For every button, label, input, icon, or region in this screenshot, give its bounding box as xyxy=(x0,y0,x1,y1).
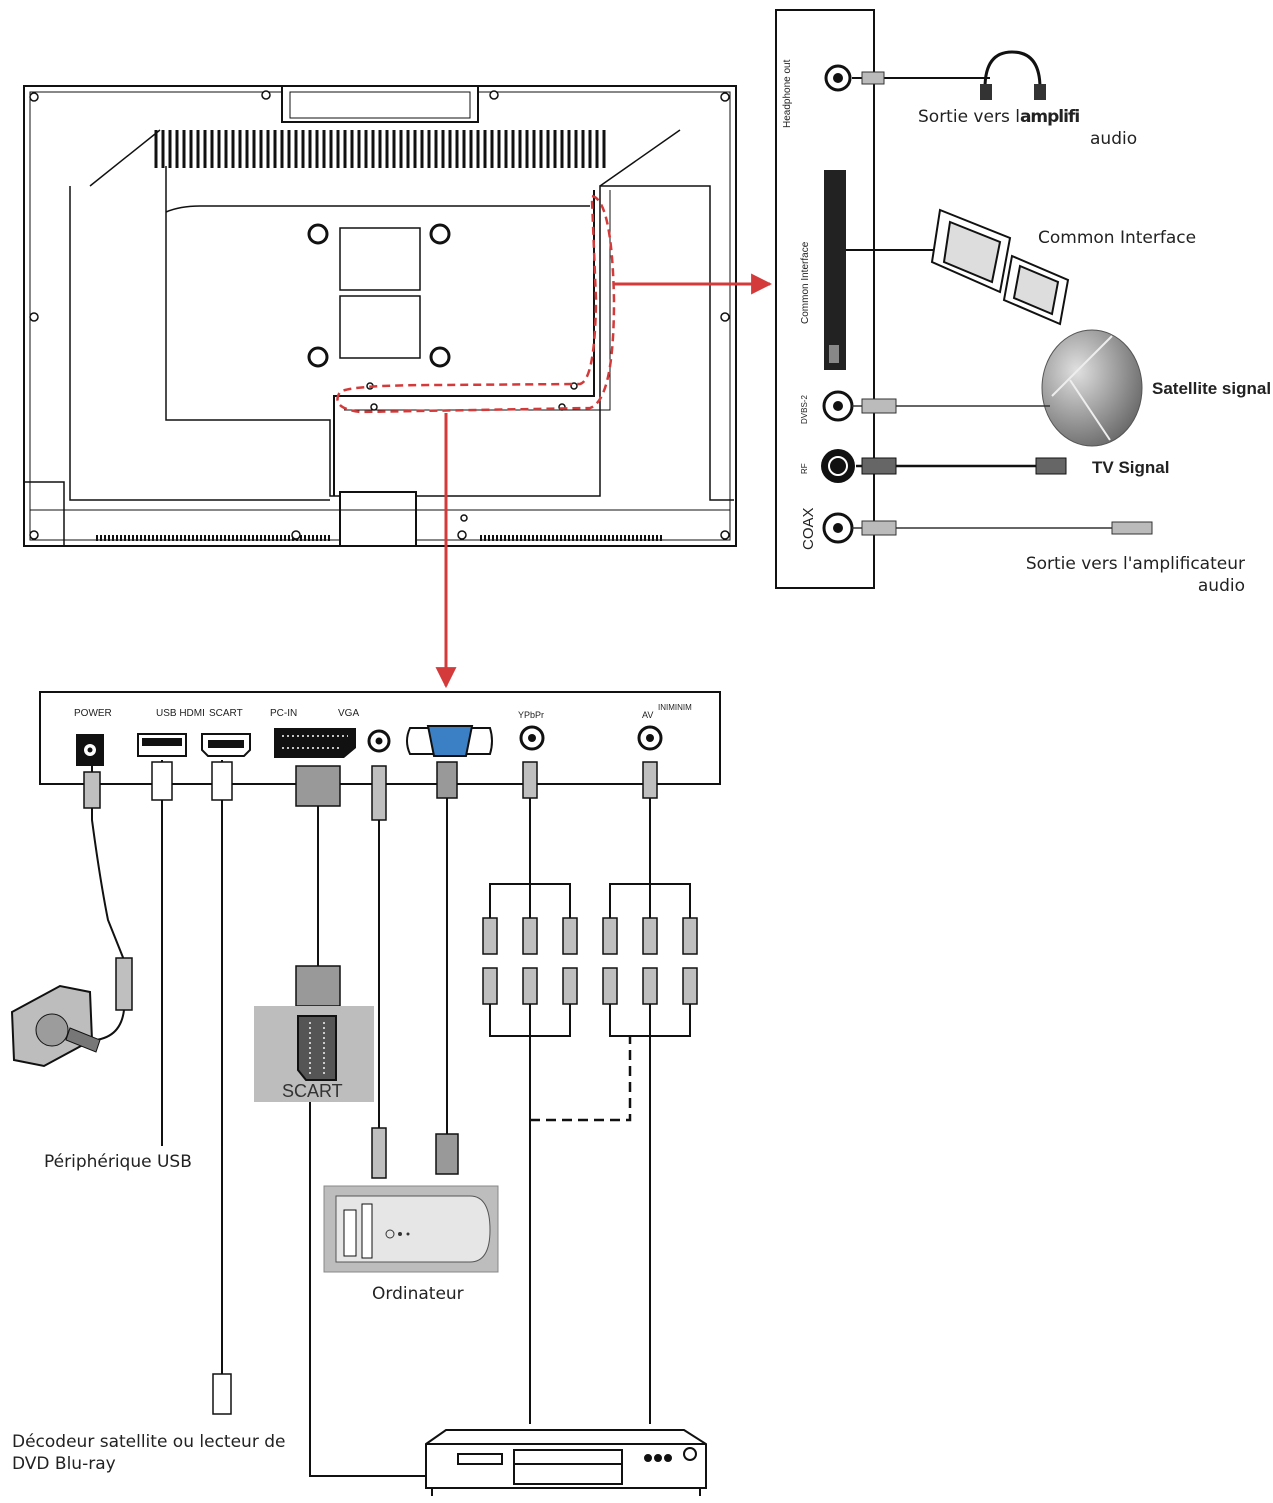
satellite-dish-icon xyxy=(1041,329,1143,447)
usb-hdmi-port-label: USB HDMI xyxy=(156,708,205,719)
decoder-box-icon xyxy=(425,1429,707,1496)
coax-port-label: COAX xyxy=(800,507,817,550)
wall-outlet-icon xyxy=(10,984,101,1068)
dashed-link xyxy=(530,1036,632,1122)
headphone-callout-overlap: amplifi xyxy=(1019,107,1080,127)
side-panel xyxy=(775,9,1153,589)
ci-slot xyxy=(824,170,846,370)
scart-port-icon xyxy=(274,728,356,758)
ci-callout: Common Interface xyxy=(1038,228,1197,248)
plugs xyxy=(83,761,698,1415)
dvbs2-port-label: DVBS-2 xyxy=(800,395,809,424)
rf-port-label: RF xyxy=(800,463,809,474)
coax-callout-line2: audio xyxy=(1197,576,1245,596)
headphone-callout-line2: audio xyxy=(1090,129,1138,149)
scart-adapter-label: SCART xyxy=(282,1081,343,1101)
ci-card-icon xyxy=(930,208,1070,326)
satellite-callout: Satellite signal xyxy=(1152,379,1272,398)
headphone-callout-line1: Sortie vers lamplifi xyxy=(918,107,1080,127)
scart-port-label: SCART xyxy=(209,708,243,719)
ci-port-label: Common Interface xyxy=(800,241,811,324)
minimum-port-label: ΙΝΙΜΙΝΙΜ xyxy=(658,703,692,712)
cables xyxy=(79,760,691,1477)
screws xyxy=(29,90,730,540)
scart-adapter-icon xyxy=(254,1006,374,1102)
headphones-icon xyxy=(983,50,1042,89)
decoder-label-line1: Décodeur satellite ou lecteur de xyxy=(12,1432,286,1452)
highlight-dashes xyxy=(336,194,616,414)
coax-callout-line1: Sortie vers l'amplificateur xyxy=(1025,554,1245,574)
computer-icon xyxy=(323,1185,499,1273)
power-port-label: POWER xyxy=(74,708,112,719)
headphone-port-label: Headphone out xyxy=(782,59,793,128)
computer-label: Ordinateur xyxy=(372,1284,464,1304)
pcin-port-label: PC-IN xyxy=(270,708,298,719)
decoder-label-line2: DVD Blu-ray xyxy=(12,1454,116,1474)
rf-port-icon xyxy=(821,449,855,483)
av-port-label: AV xyxy=(642,710,654,720)
usb-device-label: Périphérique USB xyxy=(44,1152,192,1172)
vga-port-label: VGA xyxy=(338,708,360,719)
ypbpr-port-label: YPbPr xyxy=(518,710,545,720)
vent-slats xyxy=(154,130,606,168)
tv-signal-callout: TV Signal xyxy=(1092,458,1170,477)
